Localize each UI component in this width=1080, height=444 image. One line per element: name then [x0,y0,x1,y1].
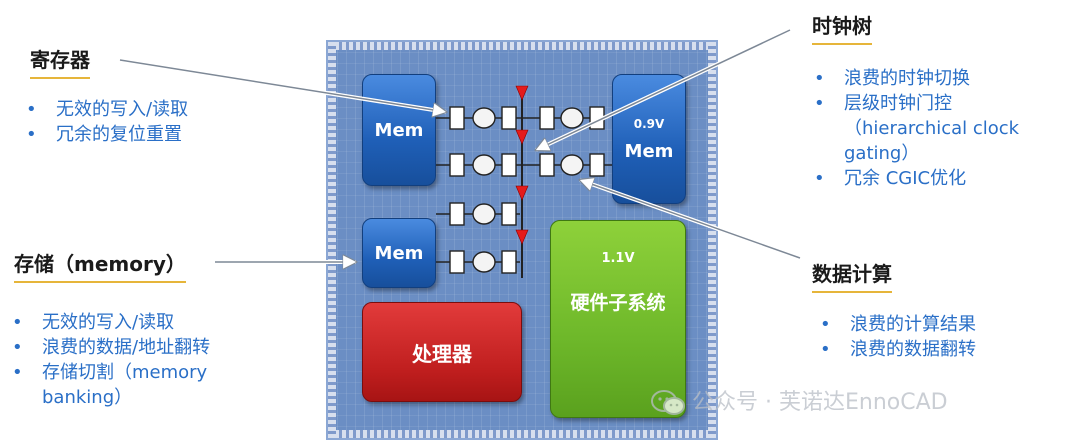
memory-bullet-list: 无效的写入/读取 浪费的数据/地址翻转 存储切割（memory banking） [8,310,278,410]
register-title: 寄存器 [30,44,90,79]
watermark: 公众号 · 芙诺达EnnoCAD [650,384,948,417]
data-compute-title: 数据计算 [812,258,892,293]
memory-block-top-left: Mem [362,74,436,186]
chip-pad-ring-bottom [328,430,716,438]
data-compute-bullet-item: 浪费的数据翻转 [816,337,1056,362]
processor-label: 处理器 [412,341,472,366]
register-row-3 [436,202,520,226]
data-compute-bullet-list: 浪费的计算结果 浪费的数据翻转 [816,312,1056,362]
register-bullet-item: 无效的写入/读取 [22,97,302,122]
register-row-1 [436,106,605,130]
data-compute-arrow [580,180,801,259]
hardware-subsystem-block: 1.1V 硬件子系统 [550,220,686,418]
processor-block: 处理器 [362,302,522,402]
memory-block-top-right: 0.9V Mem [612,74,686,204]
register-row-4 [436,250,520,274]
memory-block-label: Mem [374,242,424,264]
clock-tree-title: 时钟树 [812,10,872,45]
register-bullet-list: 无效的写入/读取 冗余的复位重置 [22,97,302,147]
register-row-2 [436,153,612,177]
clock-tree-bullet-item: 冗余 CGIC优化 [810,166,1060,191]
data-compute-bullet-item: 浪费的计算结果 [816,312,1056,337]
memory-block-label: Mem [374,119,424,141]
memory-voltage-label: 0.9V [633,116,665,131]
chip-pad-ring-right [708,42,716,438]
watermark-text: 公众号 · 芙诺达EnnoCAD [692,390,948,415]
hardware-subsystem-label: 硬件子系统 [570,292,666,314]
chip-pad-ring-left [328,42,336,438]
memory-bullet-item: 浪费的数据/地址翻转 [8,335,278,360]
memory-bullet-item: 无效的写入/读取 [8,310,278,335]
wechat-icon [651,390,685,415]
clock-buffer-icon [515,85,529,245]
register-bullet-item: 冗余的复位重置 [22,122,302,147]
chip-pad-ring-top [328,42,716,50]
register-arrow [119,59,446,112]
clock-tree-bullet-item: 层级时钟门控（hierarchical clock gating） [810,91,1060,166]
clock-tree-bullet-item: 浪费的时钟切换 [810,66,1060,91]
memory-title: 存储（memory） [14,248,186,283]
memory-block-middle: Mem [362,218,436,288]
memory-bullet-item: 存储切割（memory banking） [8,360,262,410]
hardware-voltage-label: 1.1V [601,251,635,266]
memory-block-label: Mem [624,140,674,162]
clock-tree-bullet-list: 浪费的时钟切换 层级时钟门控（hierarchical clock gating… [810,66,1060,191]
clock-tree-arrow [536,29,791,150]
